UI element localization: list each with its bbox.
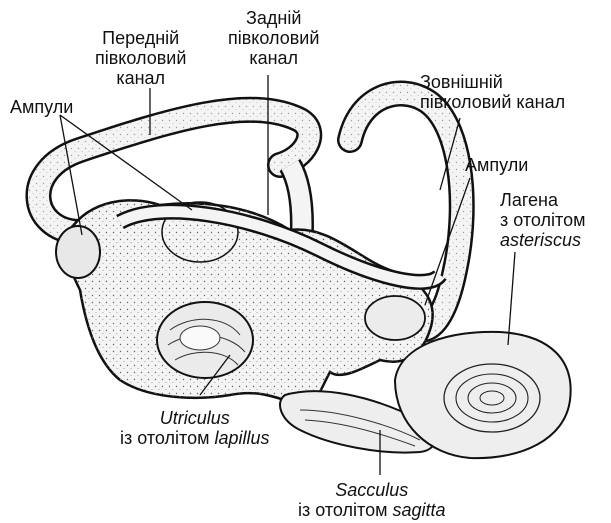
label-external-canal: Зовнішній півколовий канал	[420, 72, 565, 112]
label-sacculus: Sacculus із отолітом sagitta	[298, 480, 446, 520]
label-anterior-canal: Передній півколовий канал	[95, 28, 186, 88]
label-lagena: Лагена з отолітом asteriscus	[500, 190, 585, 250]
lagena-shape	[395, 332, 571, 458]
vestibule-body-shape	[56, 200, 440, 405]
label-ampullae-left: Ампули	[10, 97, 73, 117]
label-utriculus: Utriculus із отолітом lapillus	[120, 408, 270, 448]
label-ampullae-right: Ампули	[465, 155, 528, 175]
label-posterior-canal: Задній півколовий канал	[228, 8, 319, 68]
